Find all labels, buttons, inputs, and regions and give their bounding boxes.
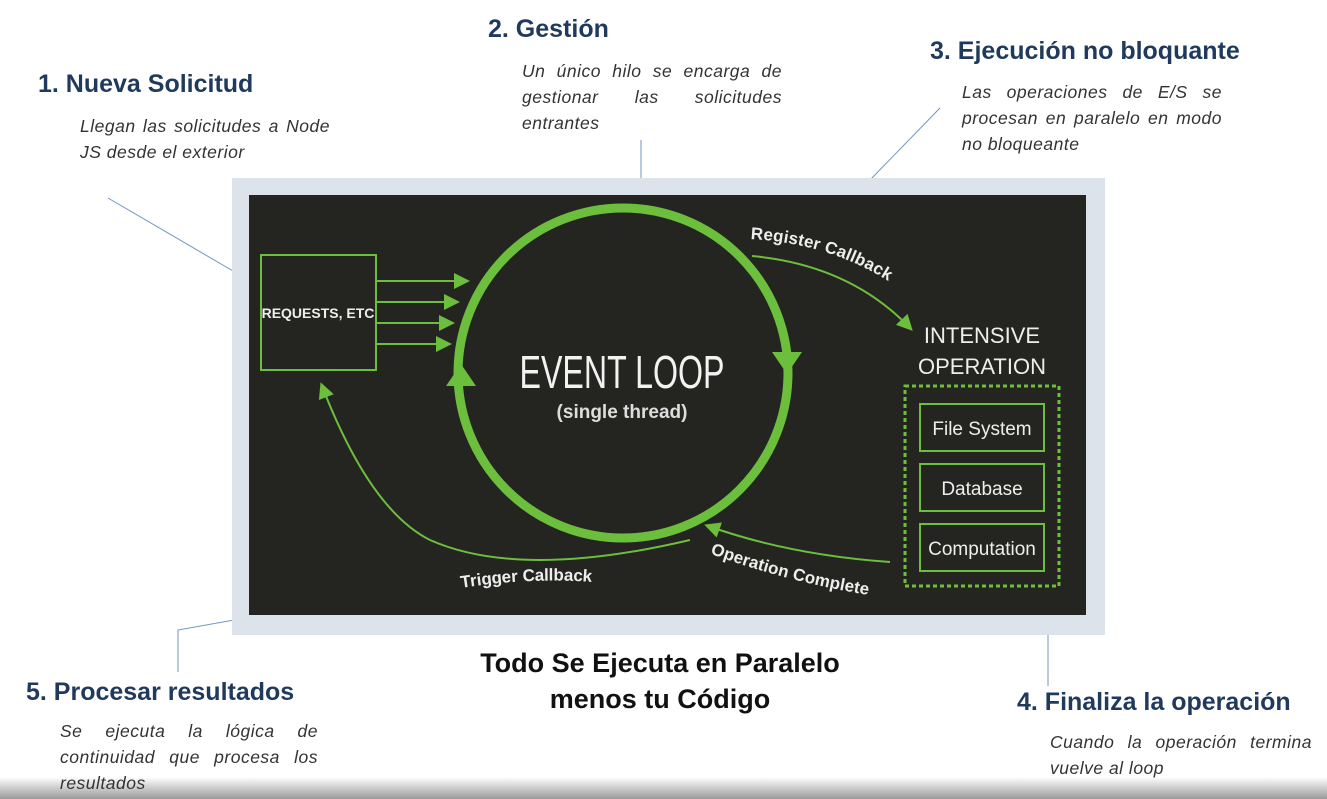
step-3-title: 3. Ejecución no bloquante	[930, 37, 1240, 65]
bottom-shadow	[0, 777, 1327, 799]
operation-list: File System Database Computation	[919, 403, 1045, 572]
request-arrows	[377, 273, 470, 352]
op-file-system-label: File System	[932, 419, 1031, 440]
step-4-title: 4. Finaliza la operación	[1017, 688, 1291, 716]
op-computation	[919, 523, 1045, 572]
step-2-desc: Un único hilo se encarga de gestionar la…	[522, 61, 782, 133]
intensive-label-2: OPERATION	[918, 354, 1046, 379]
op-file-system	[919, 403, 1045, 452]
op-computation-label: Computation	[928, 539, 1036, 560]
step-5-desc: Se ejecuta la lógica de continuidad que …	[60, 721, 318, 793]
step-1-title: 1. Nueva Solicitud	[38, 70, 254, 98]
op-database	[919, 463, 1045, 512]
step-5-title: 5. Procesar resultados	[26, 678, 295, 706]
footer-line-1: Todo Se Ejecuta en Paralelo	[480, 648, 840, 678]
single-thread-label: (single thread)	[557, 402, 688, 423]
intensive-operation-box	[903, 384, 1061, 588]
step-2-title: 2. Gestión	[488, 15, 609, 43]
footer-line-2: menos tu Código	[549, 684, 771, 714]
loop-arrow-down-icon	[772, 352, 802, 374]
step-4-desc: Cuando la operación termina vuelve al lo…	[1050, 732, 1312, 778]
event-loop-label: EVENT LOOP	[520, 346, 725, 398]
intensive-label-1: INTENSIVE	[924, 323, 1040, 348]
requests-label: REQUESTS, ETC	[262, 305, 375, 321]
register-arrow	[751, 255, 913, 331]
footer-caption: Todo Se Ejecuta en Paralelo menos tu Cód…	[440, 645, 880, 717]
step-1-desc: Llegan las solicitudes a Node JS desde e…	[80, 116, 330, 162]
loop-arrow-up-icon	[446, 364, 476, 386]
trigger-arrow	[318, 382, 691, 561]
requests-box	[260, 254, 377, 371]
op-database-label: Database	[941, 479, 1022, 500]
step-3-desc: Las operaciones de E/S se procesan en pa…	[962, 82, 1222, 154]
operation-complete-arrow	[704, 522, 891, 563]
